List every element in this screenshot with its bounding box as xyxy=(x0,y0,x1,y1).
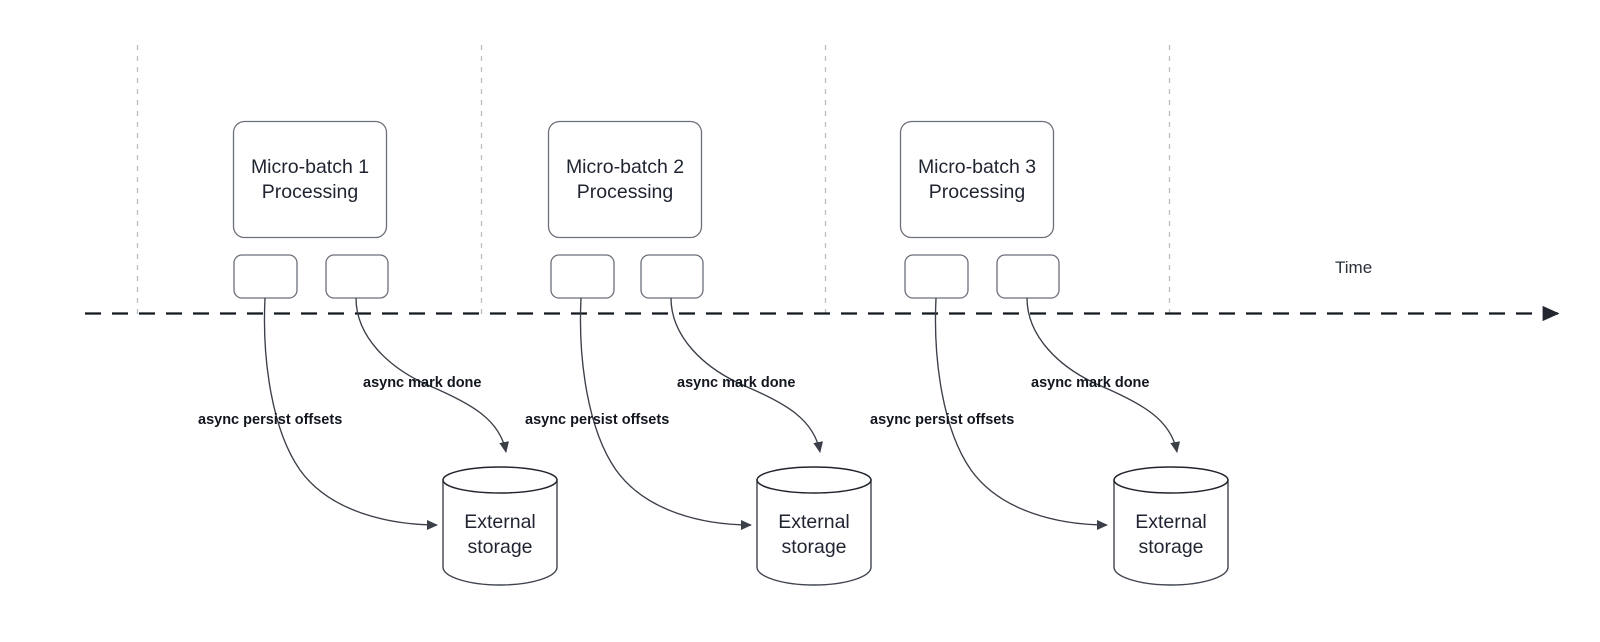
group-1: Micro-batch 1 Processing async persist o… xyxy=(198,120,558,586)
group-1-external-storage[interactable]: External storage xyxy=(442,466,558,586)
group-2-label-mark-done: async mark done xyxy=(677,375,795,391)
group-1-storage-line2: storage xyxy=(467,536,532,558)
group-1-task-box-a[interactable] xyxy=(233,254,298,299)
group-2-cylinder-top xyxy=(756,466,872,494)
group-2-external-storage[interactable]: External storage xyxy=(756,466,872,586)
micro-batch-3-box-shape[interactable] xyxy=(899,120,1055,239)
group-2-cylinder-body[interactable] xyxy=(756,479,872,586)
group-2-storage-line2: storage xyxy=(781,536,846,558)
group-2-label-persist-offsets: async persist offsets xyxy=(525,412,669,428)
group-3-label-persist-offsets: async persist offsets xyxy=(870,412,1014,428)
group-1-storage-line1: External xyxy=(464,511,536,533)
group-1-task-box-b[interactable] xyxy=(325,254,389,299)
group-3-label-mark-done: async mark done xyxy=(1031,375,1149,391)
micro-batch-2-title-line1: Micro-batch 2 xyxy=(566,156,684,178)
micro-batch-2-title-line2: Processing xyxy=(577,181,673,203)
micro-batch-1-processing-box[interactable]: Micro-batch 1 Processing xyxy=(232,120,388,239)
group-3-external-storage[interactable]: External storage xyxy=(1113,466,1229,586)
group-1-edge-persist-offsets xyxy=(263,297,438,530)
group-1-label-mark-done: async mark done xyxy=(363,375,481,391)
micro-batch-3-processing-box[interactable]: Micro-batch 3 Processing xyxy=(899,120,1055,239)
group-2-edge-persist-offsets xyxy=(579,297,752,530)
time-axis: Time xyxy=(85,258,1560,322)
group-2-task-box-a[interactable] xyxy=(550,254,615,299)
group-1-cylinder-top xyxy=(442,466,558,494)
micro-batch-1-box-shape[interactable] xyxy=(232,120,388,239)
group-3-storage-line2: storage xyxy=(1138,536,1203,558)
time-axis-label: Time xyxy=(1335,258,1372,277)
group-3-task-box-a[interactable] xyxy=(904,254,969,299)
micro-batch-1-title-line1: Micro-batch 1 xyxy=(251,156,369,178)
group-3-cylinder-top xyxy=(1113,466,1229,494)
micro-batch-3-title-line1: Micro-batch 3 xyxy=(918,156,1036,178)
group-1-label-persist-offsets: async persist offsets xyxy=(198,412,342,428)
group-3-edge-persist-offsets xyxy=(934,297,1108,530)
micro-batch-1-title-line2: Processing xyxy=(262,181,358,203)
group-2: Micro-batch 2 Processing async persist o… xyxy=(525,120,872,586)
micro-batch-3-title-line2: Processing xyxy=(929,181,1025,203)
group-1-cylinder-body[interactable] xyxy=(442,479,558,586)
micro-batch-2-box-shape[interactable] xyxy=(547,120,703,239)
group-2-edge-mark-done xyxy=(670,297,824,453)
micro-batch-2-processing-box[interactable]: Micro-batch 2 Processing xyxy=(547,120,703,239)
group-3-storage-line1: External xyxy=(1135,511,1207,533)
group-1-edge-mark-done xyxy=(355,297,510,453)
group-3-task-box-b[interactable] xyxy=(996,254,1060,299)
group-2-task-box-b[interactable] xyxy=(640,254,704,299)
timeline-ticks xyxy=(136,45,1171,314)
group-3: Micro-batch 3 Processing async persist o… xyxy=(870,120,1229,586)
group-2-storage-line1: External xyxy=(778,511,850,533)
group-3-cylinder-body[interactable] xyxy=(1113,479,1229,586)
group-3-edge-mark-done xyxy=(1026,297,1181,453)
